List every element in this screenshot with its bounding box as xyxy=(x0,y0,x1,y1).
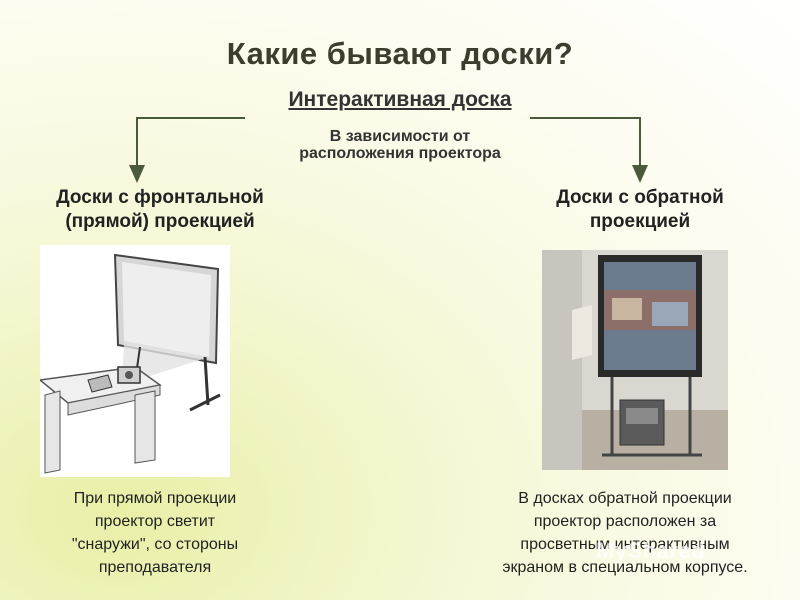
front-projection-heading: Доски с фронтальной (прямой) проекцией xyxy=(20,186,300,234)
left-branch-arrow xyxy=(129,117,245,183)
rear-projection-description: В досках обратной проекции проектор расп… xyxy=(455,487,795,579)
rear-projection-photo xyxy=(542,250,728,470)
dependency-line-1: В зависимости от xyxy=(329,128,471,145)
front-desc-line-1: При прямой проекции xyxy=(73,490,237,507)
rear-heading-line-2: проекцией xyxy=(589,211,691,232)
watermark: MyShared xyxy=(596,538,706,563)
subtitle-interactive-board: Интерактивная доска xyxy=(288,88,512,111)
front-projection-illustration xyxy=(40,245,230,477)
rear-projection-heading: Доски с обратной проекцией xyxy=(500,186,780,234)
front-desc-line-3: "снаружи", со стороны xyxy=(71,536,239,553)
front-projection-description: При прямой проекции проектор светит "сна… xyxy=(10,487,300,579)
rear-heading-line-1: Доски с обратной xyxy=(556,187,724,208)
front-heading-line-2: (прямой) проекцией xyxy=(65,211,255,232)
rear-desc-line-4: экраном в специальном корпусе. xyxy=(502,559,748,576)
slide-title: Какие бывают доски? xyxy=(226,36,574,71)
front-heading-line-1: Доски с фронтальной xyxy=(56,187,264,208)
dependency-label: В зависимости от расположения проектора xyxy=(200,128,600,162)
right-branch-arrow xyxy=(530,117,648,183)
rear-desc-line-3: просветным интерактивным xyxy=(520,536,730,553)
front-desc-line-2: проектор светит xyxy=(94,513,216,530)
rear-desc-line-2: проектор расположен за xyxy=(533,513,717,530)
front-desc-line-4: преподавателя xyxy=(98,559,212,576)
rear-desc-line-1: В досках обратной проекции xyxy=(518,490,732,507)
dependency-line-2: расположения проектора xyxy=(299,145,501,162)
